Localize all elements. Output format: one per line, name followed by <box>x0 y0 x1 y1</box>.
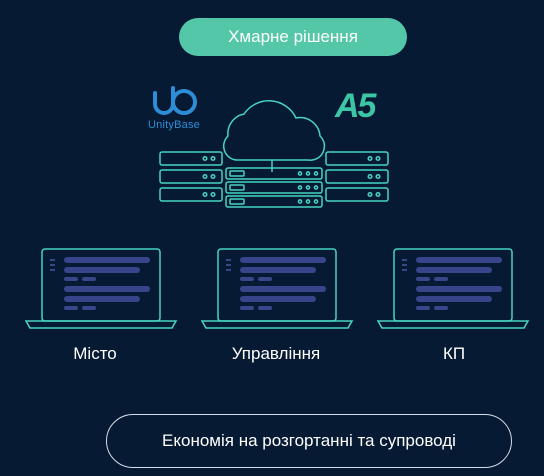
laptop-icon-city <box>24 248 178 329</box>
laptop-icon-kp <box>376 248 530 329</box>
cloud-solution-badge: Хмарне рішення <box>179 18 407 56</box>
server-stack-icon <box>159 151 389 208</box>
a5-logo: A5 <box>335 87 376 125</box>
unitybase-logo-text: UnityBase <box>148 119 200 131</box>
savings-badge: Економія на розгортанні та супроводі <box>106 414 512 468</box>
client-label-city: Місто <box>73 344 117 363</box>
unitybase-logo-icon <box>153 86 198 115</box>
cloud-icon <box>222 100 326 161</box>
laptop-icon-department <box>200 248 354 329</box>
client-label-department: Управління <box>231 344 321 363</box>
client-label-kp: КП <box>442 344 466 363</box>
